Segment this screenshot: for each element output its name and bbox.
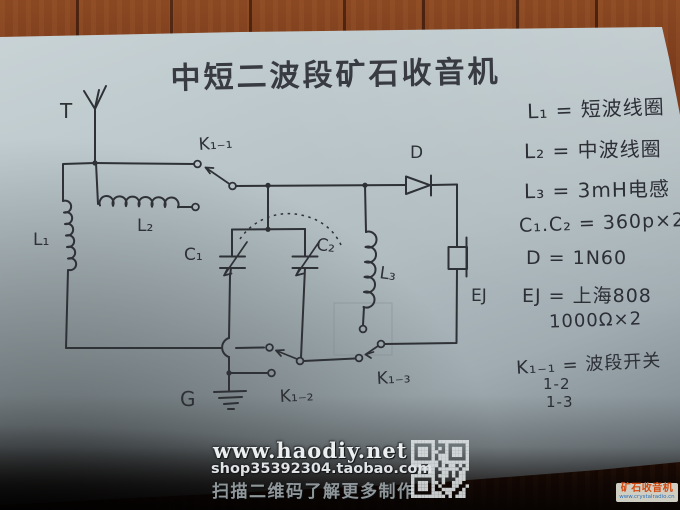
crystalradio-badge: 矿石收音机 www.crystalradio.cn <box>616 483 678 503</box>
wire-L1-to-bottom-rail <box>65 269 69 349</box>
note-impedance: 1000Ω×2 <box>548 308 643 333</box>
top-rail <box>235 184 407 187</box>
label-antenna: T <box>59 99 73 123</box>
wire-antenna-to-switch <box>94 162 195 165</box>
inductor-L3-branch <box>358 184 378 334</box>
label-diode: D <box>410 143 423 163</box>
label-coil2: L₂ <box>137 216 153 236</box>
label-switch2: K₁₋₂ <box>279 385 314 407</box>
earphone-EJ-symbol <box>383 183 468 345</box>
wire-to-L1 <box>62 162 96 202</box>
wire-hop <box>221 337 230 358</box>
ground-symbol <box>213 368 276 410</box>
label-switch3: K₁₋₃ <box>376 367 411 389</box>
switch-K1-3 <box>354 339 386 363</box>
label-coil1: L₁ <box>33 230 49 250</box>
note-switch-1-2: 1-2 <box>543 375 571 393</box>
note-L1: L₁ = 短波线圈 <box>526 94 666 124</box>
note-earphone: EJ = 上海808 <box>522 285 652 307</box>
inductor-L2-branch <box>95 162 193 209</box>
pencil-guide-box <box>333 302 393 356</box>
inductor-L1 <box>62 199 78 272</box>
watermark-shop-url: shop35392304.taobao.com <box>211 461 433 477</box>
label-ground: G <box>180 387 196 411</box>
label-switch1: K₁₋₁ <box>198 133 233 155</box>
switch-K1-1 <box>191 159 237 212</box>
switch-K1-2 <box>265 343 356 366</box>
label-coil3: L₃ <box>378 263 397 285</box>
badge-url: www.crystalradio.cn <box>619 493 675 500</box>
note-diode: D = 1N60 <box>526 247 628 269</box>
label-cap2: C₂ <box>315 235 336 257</box>
tuning-capacitors <box>219 184 342 359</box>
note-L3: L₃ = 3mH电感 <box>523 176 671 204</box>
watermark-site-url: www.haodiy.net <box>213 438 408 463</box>
qr-code <box>411 440 469 498</box>
note-switch-1-3: 1-3 <box>546 393 574 411</box>
note-L2: L₂ = 中波线圈 <box>523 136 662 164</box>
bottom-rail <box>65 275 265 374</box>
diode-D-symbol <box>405 174 458 197</box>
gang-link-dashed-arc <box>239 212 342 246</box>
label-cap1: C₁ <box>184 245 203 265</box>
label-earphone: EJ <box>471 286 487 306</box>
watermark-caption: 扫描二维码了解更多制作 <box>212 482 416 502</box>
badge-title: 矿石收音机 <box>620 483 674 494</box>
antenna-symbol <box>83 85 107 164</box>
